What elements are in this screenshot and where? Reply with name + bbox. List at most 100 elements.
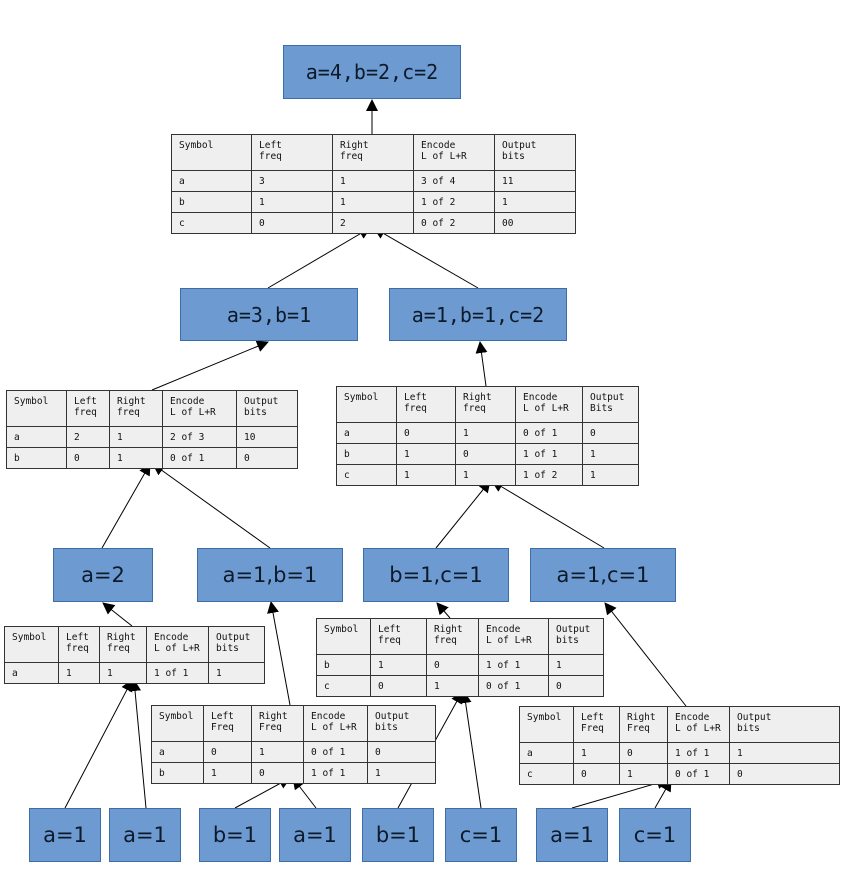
header-cell: Symbol — [316, 618, 371, 655]
node-leaf-7: a=1 — [536, 808, 608, 862]
header-cell: Encode L of L+R — [303, 705, 368, 742]
table-cell: c — [316, 675, 371, 697]
header-cell: Right Freq — [251, 705, 304, 742]
node-l2-bc: b=1,c=1 — [363, 548, 509, 602]
edge-l2ac-tl1r — [491, 480, 605, 549]
header-cell: Left freq — [251, 134, 333, 171]
table-cell: 0 — [370, 675, 427, 697]
edge-tl2ab-l2ab — [267, 601, 291, 706]
table-cell: 1 of 2 — [413, 191, 495, 213]
table-cell: 0 — [203, 741, 252, 763]
header-cell: Output bits — [208, 626, 265, 663]
edge-l2bc-tl1r — [435, 480, 491, 549]
header-cell: Encode L of L+R — [515, 386, 583, 423]
table-cell: 1 of 2 — [515, 464, 583, 486]
edge-tl2ac-l2ac — [604, 602, 687, 707]
header-cell: Left freq — [370, 618, 427, 655]
edge-leaf2-tl2a — [129, 679, 147, 809]
edge-l1right-troot — [373, 227, 479, 289]
node-leaf-4: a=1 — [279, 808, 351, 862]
table-cell: 0 — [251, 762, 304, 784]
node-l2-a: a=2 — [53, 548, 153, 602]
table-cell: 1 — [332, 191, 414, 213]
table-cell: b — [336, 443, 397, 465]
table-cell: 0 — [251, 212, 333, 234]
table-cell: 0 — [573, 763, 620, 785]
table-cell: 0 of 1 — [667, 763, 730, 785]
table-cell: 3 — [251, 170, 333, 192]
table-cell: 1 — [426, 675, 479, 697]
table-cell: a — [6, 426, 67, 448]
table-cell: 00 — [494, 212, 576, 234]
edge-l2a-tl1l — [101, 463, 151, 549]
table-cell: b — [151, 762, 204, 784]
header-cell: Right freq — [109, 390, 163, 427]
node-l1-right: a=1,b=1,c=2 — [389, 288, 567, 341]
header-cell: Output Bits — [582, 386, 639, 423]
node-l2-ab: a=1,b=1 — [197, 548, 343, 602]
node-leaf-6: c=1 — [445, 808, 517, 862]
table-cell: 1 — [729, 742, 840, 764]
header-cell: Encode L of L+R — [667, 706, 730, 743]
table-cell: 1 of 1 — [667, 742, 730, 764]
header-cell: Left freq — [66, 390, 110, 427]
edge-leaf6-tl2bc — [459, 691, 482, 809]
table-cell: 2 — [66, 426, 110, 448]
table-cell: 1 — [396, 464, 456, 486]
edge-tl1r-l1right — [475, 341, 488, 387]
header-cell: Symbol — [6, 390, 67, 427]
table-cell: a — [519, 742, 574, 764]
header-cell: Right Freq — [619, 706, 668, 743]
table-cell: 0 — [236, 447, 298, 469]
node-leaf-3: b=1 — [199, 808, 271, 862]
table-cell: 1 of 1 — [303, 762, 368, 784]
table-cell: 1 — [455, 422, 516, 444]
table-cell: 0 — [455, 443, 516, 465]
header-cell: Output bits — [729, 706, 840, 743]
header-cell: Output bits — [548, 618, 604, 655]
table-cell: 0 — [396, 422, 456, 444]
node-l1-left: a=3,b=1 — [180, 288, 358, 341]
header-cell: Left freq — [396, 386, 456, 423]
table-cell: 1 — [251, 191, 333, 213]
table-cell: 10 — [236, 426, 298, 448]
table-cell: 1 — [548, 654, 604, 676]
table-cell: 0 — [367, 741, 436, 763]
edge-l1left-troot — [267, 227, 371, 289]
header-cell: Output bits — [236, 390, 298, 427]
table-cell: c — [171, 212, 252, 234]
table-cell: a — [4, 662, 59, 684]
edge-leaf1-tl2a — [64, 679, 133, 809]
node-leaf-5: b=1 — [362, 808, 434, 862]
table-cell: 1 — [332, 170, 414, 192]
table-cell: 0 of 2 — [413, 212, 495, 234]
table-cell: 0 of 1 — [162, 447, 237, 469]
table-cell: 1 — [370, 654, 427, 676]
edge-tl1l-l1left — [151, 340, 269, 391]
header-cell: Encode L of L+R — [162, 390, 237, 427]
table-cell: 1 — [619, 763, 668, 785]
table-cell: 0 — [426, 654, 479, 676]
table-cell: b — [6, 447, 67, 469]
table-cell: 3 of 4 — [413, 170, 495, 192]
